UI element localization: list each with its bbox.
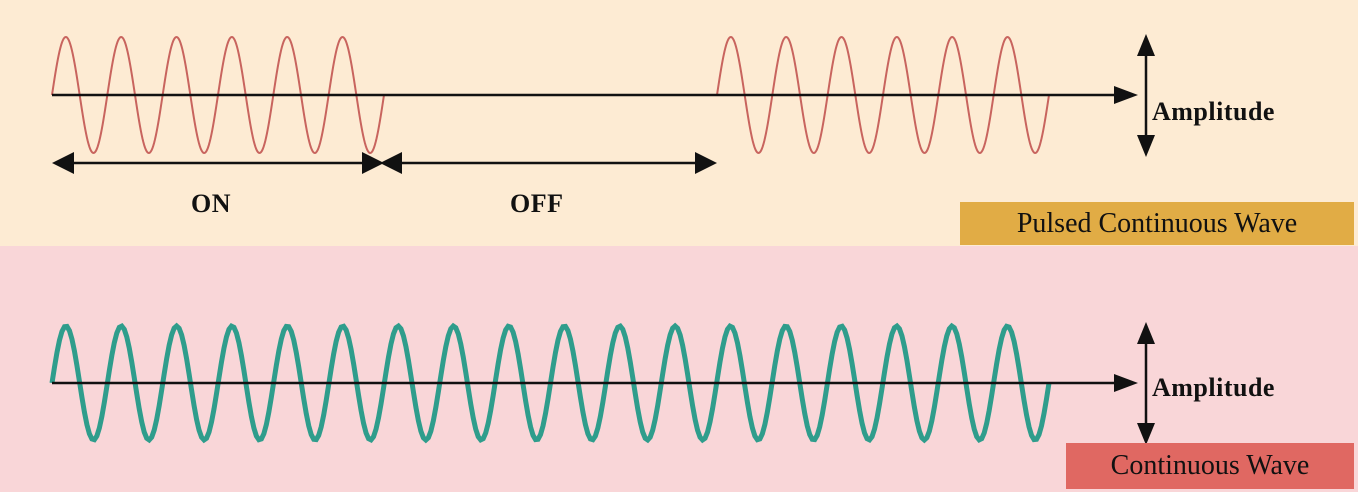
pulsed-amplitude-arrow xyxy=(1137,34,1155,157)
pulsed-time-axis xyxy=(52,86,1138,104)
continuous-amplitude-label: Amplitude xyxy=(1152,373,1275,402)
off-label: OFF xyxy=(510,189,564,218)
off-duration-arrow xyxy=(380,152,717,174)
continuous-amplitude-arrow xyxy=(1137,322,1155,445)
pulsed-wave-title-badge: Pulsed Continuous Wave xyxy=(960,202,1354,245)
on-label: ON xyxy=(191,189,231,218)
on-duration-arrow xyxy=(52,152,384,174)
continuous-wave-title-badge: Continuous Wave xyxy=(1066,443,1354,489)
pulsed-amplitude-label: Amplitude xyxy=(1152,97,1275,126)
continuous-time-axis xyxy=(52,374,1138,392)
